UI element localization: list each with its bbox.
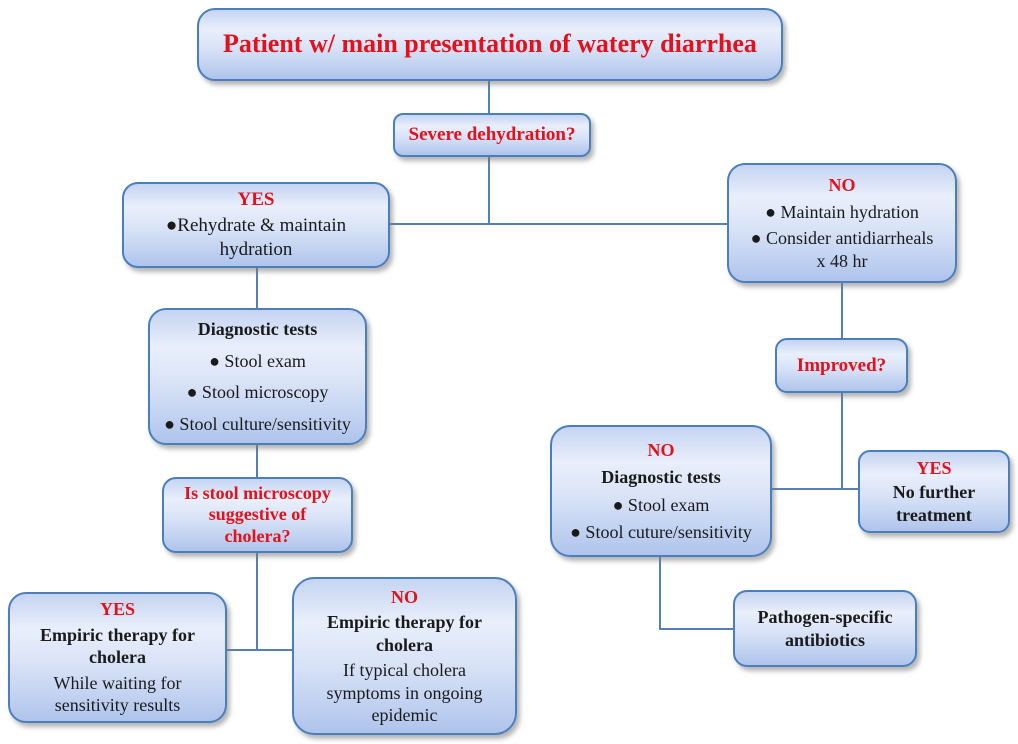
connector-patient-to-severe-dehydration bbox=[488, 81, 490, 114]
connector-branch-improved-yes-no bbox=[772, 488, 859, 490]
no-further-treatment-text: No further treatment bbox=[892, 482, 976, 525]
dehydration-no-bullet-1: ● Maintain hydration bbox=[765, 201, 919, 222]
node-dehydration-no: NO ● Maintain hydration ● Consider antid… bbox=[727, 163, 957, 283]
severe-dehydration-text: Severe dehydration? bbox=[408, 124, 576, 146]
cholera-no-heading: Empiric therapy for cholera bbox=[327, 612, 482, 655]
node-patient-text: Patient w/ main presentation of watery d… bbox=[223, 29, 757, 59]
dehydration-no-label: NO bbox=[828, 175, 856, 195]
node-severe-dehydration-question: Severe dehydration? bbox=[393, 113, 591, 157]
connector-severe-dehydration-down bbox=[488, 157, 490, 225]
dehydration-yes-body: ●Rehydrate & maintain hydration bbox=[165, 215, 347, 260]
dehydration-no-bullet-2: ● Consider antidiarrheals x 48 hr bbox=[750, 228, 934, 271]
connector-branch-empiric-yes-no bbox=[227, 649, 293, 651]
improved-no-bullet-1: ● Stool exam bbox=[612, 494, 710, 515]
connector-yes-to-diagnostic-tests bbox=[256, 268, 258, 309]
node-pathogen-specific-antibiotics: Pathogen-specific antibiotics bbox=[733, 590, 917, 667]
node-dehydration-yes: YES ●Rehydrate & maintain hydration bbox=[122, 182, 390, 268]
cholera-no-label: NO bbox=[391, 586, 418, 607]
diagnostic-tests-bullet-2: ● Stool microscopy bbox=[186, 382, 329, 402]
dehydration-yes-label: YES bbox=[237, 189, 275, 211]
diagnostic-tests-heading: Diagnostic tests bbox=[197, 319, 318, 339]
connector-to-pathogen-antibiotics bbox=[659, 628, 734, 630]
pathogen-specific-antibiotics-text: Pathogen-specific antibiotics bbox=[757, 607, 893, 650]
cholera-yes-body: While waiting for sensitivity results bbox=[53, 672, 182, 716]
node-improved-no-diagnostic-tests: NO Diagnostic tests ● Stool exam ● Stool… bbox=[550, 425, 772, 557]
node-improved-question: Improved? bbox=[775, 338, 908, 393]
connector-diagnostic-to-stool-question bbox=[256, 445, 258, 478]
diagnostic-tests-bullet-3: ● Stool culture/sensitivity bbox=[164, 413, 351, 434]
connector-branch-yes-no bbox=[390, 223, 728, 225]
diagnostic-tests-bullet-1: ● Stool exam bbox=[209, 350, 306, 371]
improved-no-bullet-2: ● Stool cuture/sensitivity bbox=[570, 522, 752, 542]
node-cholera-yes-empiric-therapy: YES Empiric therapy for cholera While wa… bbox=[8, 592, 227, 723]
node-stool-microscopy-question: Is stool microscopy suggestive of choler… bbox=[162, 477, 353, 553]
improved-no-heading: Diagnostic tests bbox=[601, 467, 721, 487]
stool-microscopy-question-text: Is stool microscopy suggestive of choler… bbox=[184, 482, 331, 546]
connector-diagnostic2-down bbox=[659, 557, 661, 630]
improved-yes-label: YES bbox=[916, 457, 952, 478]
cholera-yes-label: YES bbox=[99, 599, 135, 620]
connector-improved-down bbox=[841, 393, 843, 490]
node-patient-presentation: Patient w/ main presentation of watery d… bbox=[197, 8, 783, 81]
connector-no-to-improved bbox=[841, 283, 843, 339]
node-cholera-no-empiric-therapy: NO Empiric therapy for cholera If typica… bbox=[292, 577, 517, 735]
cholera-yes-heading: Empiric therapy for cholera bbox=[40, 624, 195, 668]
improved-no-label: NO bbox=[647, 439, 675, 460]
improved-question-text: Improved? bbox=[796, 354, 887, 376]
node-improved-yes-no-further-treatment: YES No further treatment bbox=[858, 450, 1010, 533]
node-diagnostic-tests: Diagnostic tests ● Stool exam ● Stool mi… bbox=[148, 308, 367, 445]
cholera-no-body: If typical cholera symptoms in ongoing e… bbox=[326, 660, 483, 725]
connector-stool-question-down bbox=[256, 553, 258, 651]
